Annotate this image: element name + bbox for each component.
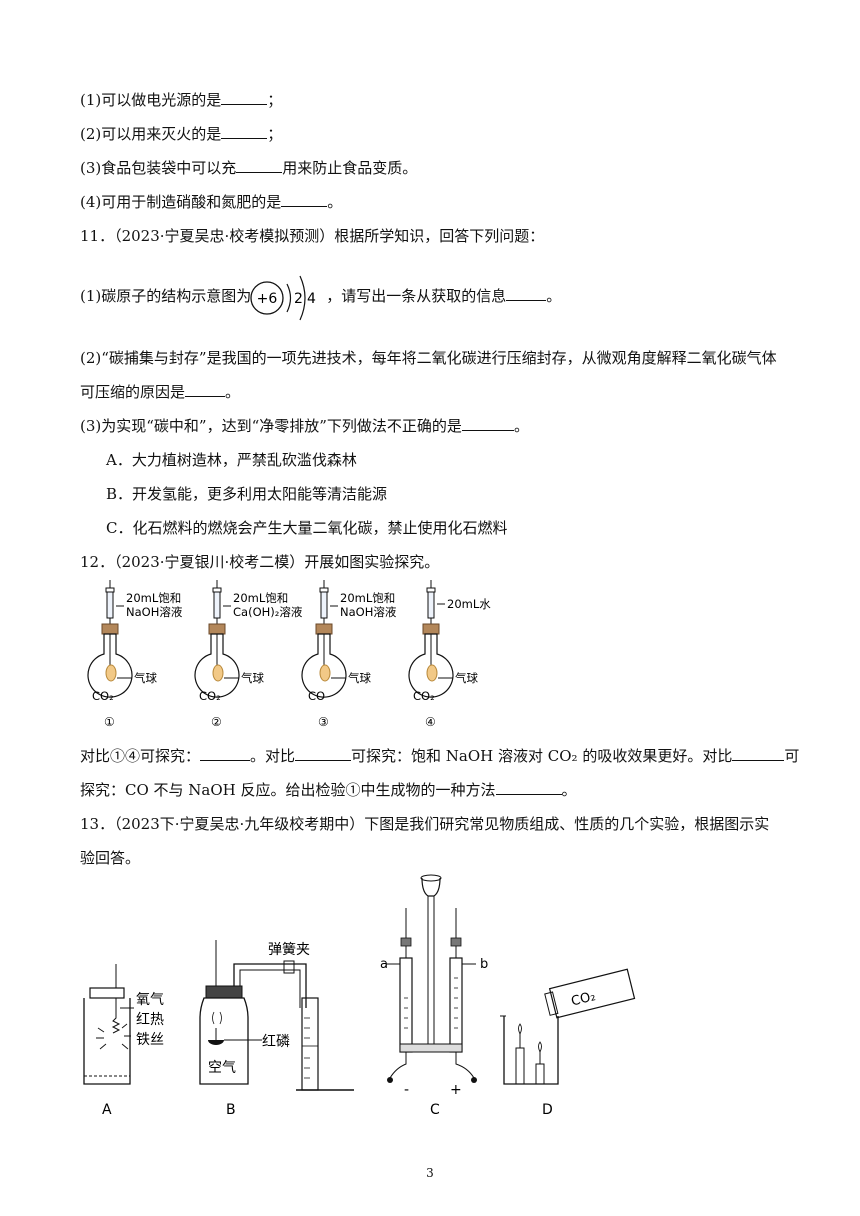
q11-option-b[interactable]: B．开发氢能，更多利用太阳能等清洁能源 [106, 485, 388, 503]
q10-item-2: (2)可以用来灭火的是； [80, 124, 283, 143]
answer-blank[interactable] [221, 124, 268, 139]
balloon-label: 气球 [241, 671, 264, 685]
apparatus-2: 20mL饱和 Ca(OH)₂溶液 气球 CO₂ ② [194, 579, 303, 728]
apparatus-2-gas: CO₂ [199, 689, 221, 703]
experiment-c-label-negative: - [404, 1082, 409, 1098]
q12-header: 12．（2023·宁夏银川·校考二模）开展如图实验探究。 [80, 553, 440, 571]
q10-item-4: (4)可用于制造硝酸和氮肥的是。 [80, 192, 343, 211]
experiment-a-letter: A [102, 1102, 112, 1118]
q11-part3: (3)为实现“碳中和”，达到“净零排放”下列做法不正确的是。 [80, 416, 529, 435]
apparatus-2-number: ② [211, 715, 222, 728]
answer-blank[interactable] [295, 746, 352, 761]
apparatus-1-gas: CO₂ [92, 689, 114, 703]
experiment-d-label-co2: CO₂ [570, 989, 597, 1009]
q11-part2-line2: 可压缩的原因是。 [80, 382, 241, 401]
answer-blank[interactable] [461, 416, 514, 431]
q10-item-3: (3)食品包装袋中可以充用来防止食品变质。 [80, 158, 418, 177]
answer-blank[interactable] [732, 746, 785, 761]
experiment-d: CO₂ D [500, 968, 636, 1118]
apparatus-4: 20mL水 气球 CO₂ ④ [408, 579, 491, 728]
answer-blank[interactable] [495, 780, 562, 795]
balloon-label: 气球 [455, 671, 478, 685]
experiment-b-letter: B [226, 1102, 236, 1118]
apparatus-3-label-line2: NaOH溶液 [340, 605, 397, 619]
apparatus-4-gas: CO₂ [413, 689, 435, 703]
balloon-label: 气球 [134, 671, 157, 685]
atom-nucleus-label: +6 [257, 291, 278, 307]
apparatus-1: 20mL饱和 NaOH溶液 气球 CO₂ ① [87, 579, 183, 728]
answer-blank[interactable] [506, 286, 547, 301]
apparatus-3: 20mL饱和 NaOH溶液 气球 CO ③ [301, 579, 397, 728]
apparatus-2-label-line1: 20mL饱和 [233, 591, 288, 605]
q11-part2-line1: (2)“碳捕集与封存”是我国的一项先进技术，每年将二氧化碳进行压缩封存，从微观角… [80, 349, 777, 367]
q13-header-cont: 验回答。 [80, 849, 141, 867]
apparatus-3-label-line1: 20mL饱和 [340, 591, 395, 605]
experiment-b-label-air: 空气 [208, 1060, 236, 1076]
experiment-a-label-oxygen: 氧气 [136, 992, 164, 1008]
experiment-b-label-phosphorus: 红磷 [262, 1034, 290, 1050]
atom-shell2-label: 4 [307, 291, 316, 307]
atom-shell1-label: 2 [294, 291, 303, 307]
apparatus-4-number: ④ [425, 715, 436, 728]
experiment-d-letter: D [542, 1102, 553, 1118]
experiment-c-label-a: a [380, 957, 388, 972]
experiment-a-label-redhot: 红热 [136, 1012, 164, 1028]
q13-header: 13．（2023下·宁夏吴忠·九年级校考期中）下图是我们研究常见物质组成、性质的… [80, 815, 770, 833]
experiment-c-letter: C [430, 1102, 440, 1118]
apparatus-1-label-line1: 20mL饱和 [126, 591, 181, 605]
experiment-b-label-clamp: 弹簧夹 [268, 942, 310, 958]
experiment-b: 弹簧夹 红磷 空气 B [199, 940, 354, 1118]
apparatus-4-label-line1: 20mL水 [447, 597, 491, 611]
q11-option-c[interactable]: C．化石燃料的燃烧会产生大量二氧化碳，禁止使用化石燃料 [106, 519, 508, 537]
balloon-label: 气球 [348, 671, 371, 685]
answer-blank[interactable] [281, 192, 328, 207]
q13-experiments-figure: 氧气 红热 铁丝 A 弹簧夹 红磷 空气 B [83, 874, 636, 1118]
apparatus-3-gas: CO [308, 689, 325, 703]
q10-item-1: (1)可以做电光源的是； [80, 90, 283, 109]
apparatus-1-number: ① [104, 715, 115, 728]
answer-blank[interactable] [200, 746, 251, 761]
page-number: 3 [426, 1166, 434, 1180]
apparatus-1-label-line2: NaOH溶液 [126, 605, 183, 619]
carbon-atom-diagram: +6 2 4 [250, 275, 316, 321]
q11-header: 11．（2023·宁夏吴忠·校考模拟预测）根据所学知识，回答下列问题： [80, 227, 545, 245]
q12-text-line2: 探究：CO 不与 NaOH 反应。给出检验①中生成物的一种方法。 [80, 780, 577, 799]
q12-text-line1: 对比①④可探究：。对比可探究：饱和 NaOH 溶液对 CO₂ 的吸收效果更好。对… [80, 746, 800, 765]
experiment-c: a b - + C [380, 874, 488, 1118]
q11-option-a[interactable]: A．大力植树造林，严禁乱砍滥伐森林 [106, 451, 357, 469]
answer-blank[interactable] [236, 158, 283, 173]
experiment-c-label-positive: + [450, 1082, 462, 1098]
answer-blank[interactable] [221, 90, 268, 105]
experiment-c-label-b: b [480, 957, 488, 972]
q12-apparatus-figure: 20mL饱和 NaOH溶液 气球 CO₂ ① 20mL饱和 Ca(OH)₂溶液 … [87, 579, 491, 728]
apparatus-2-label-line2: Ca(OH)₂溶液 [233, 605, 303, 619]
q11-part1: (1)碳原子的结构示意图为，请写出一条从获取的信息。 [80, 286, 562, 305]
apparatus-3-number: ③ [318, 715, 329, 728]
answer-blank[interactable] [185, 382, 226, 397]
experiment-a: 氧气 红热 铁丝 A [83, 964, 164, 1118]
experiment-a-label-iron: 铁丝 [136, 1032, 164, 1048]
